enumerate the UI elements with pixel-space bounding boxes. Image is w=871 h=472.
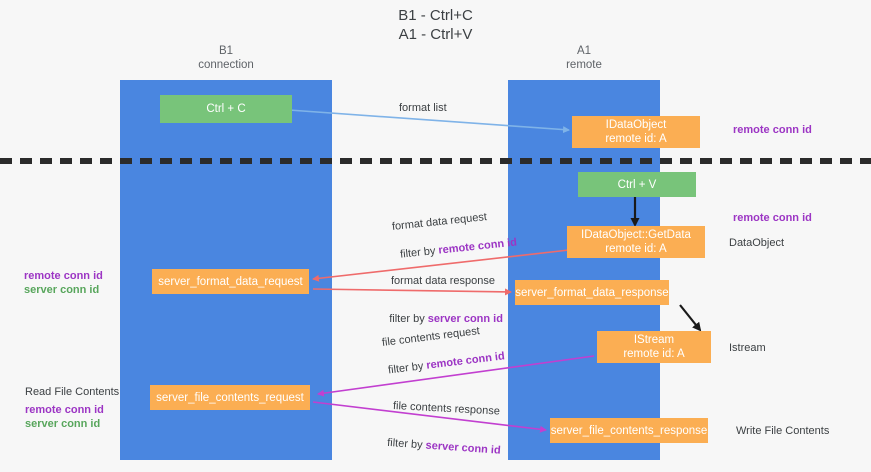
lane-header-b1: B1 connection bbox=[198, 45, 254, 71]
node-server-file-contents-response[interactable]: server_file_contents_response bbox=[550, 418, 708, 443]
filter-prefix-text: filter by bbox=[399, 244, 440, 261]
arrow-format-data-response bbox=[312, 288, 512, 296]
node-idataobject[interactable]: IDataObject remote id: A bbox=[572, 116, 700, 148]
filter-prefix-text-2: filter by bbox=[389, 313, 428, 325]
annotation-right-remote-conn-id-2: remote conn id bbox=[733, 212, 812, 224]
filter-prefix-text-4: filter by bbox=[386, 436, 427, 452]
annotation-left-read-file-contents: Read File Contents bbox=[25, 386, 120, 398]
lane-header-a1: A1 remote bbox=[566, 45, 602, 71]
annotation-right-remote-conn-id-1: remote conn id bbox=[733, 124, 812, 136]
annotation-left-remote-conn-id-2: remote conn id bbox=[25, 404, 104, 416]
node-ctrl-c[interactable]: Ctrl + C bbox=[160, 95, 292, 123]
edge-label-file-contents-response: file contents response bbox=[392, 400, 501, 418]
node-idataobject-getdata[interactable]: IDataObject::GetData remote id: A bbox=[567, 226, 705, 258]
annotation-left-server-conn-id: server conn id bbox=[24, 284, 100, 296]
arrow-response-to-istream bbox=[679, 304, 702, 332]
node-istream[interactable]: IStream remote id: A bbox=[597, 331, 711, 363]
annotation-left-remote-conn-id: remote conn id bbox=[24, 270, 103, 282]
node-server-format-data-response[interactable]: server_format_data_response bbox=[515, 280, 669, 305]
node-server-file-contents-request[interactable]: server_file_contents_request bbox=[150, 385, 310, 410]
node-server-format-data-request[interactable]: server_format_data_request bbox=[152, 269, 309, 294]
annotation-left-server-conn-id-2: server conn id bbox=[25, 418, 101, 430]
annotation-right-istream: Istream bbox=[729, 342, 766, 354]
annotation-right-dataobject: DataObject bbox=[729, 237, 785, 249]
edge-label-file-contents-response-filter: filter by server conn id bbox=[374, 421, 503, 472]
filter-prefix-text-3: filter by bbox=[387, 359, 428, 377]
page-title: B1 - Ctrl+C A1 - Ctrl+V bbox=[398, 7, 473, 43]
annotation-right-write-file-contents: Write File Contents bbox=[736, 425, 830, 437]
edge-label-format-data-response: format data response bbox=[391, 275, 495, 287]
filter-value-server-conn-id: server conn id bbox=[427, 313, 503, 325]
section-divider bbox=[0, 158, 871, 164]
filter-value-remote-conn-id: remote conn id bbox=[437, 236, 518, 257]
node-ctrl-v[interactable]: Ctrl + V bbox=[578, 172, 696, 197]
edge-label-format-data-response-filter: filter by server conn id bbox=[377, 298, 503, 340]
filter-value-remote-conn-id-2: remote conn id bbox=[425, 350, 506, 372]
edge-label-format-list: format list bbox=[399, 102, 447, 114]
filter-value-server-conn-id-2: server conn id bbox=[425, 439, 502, 457]
